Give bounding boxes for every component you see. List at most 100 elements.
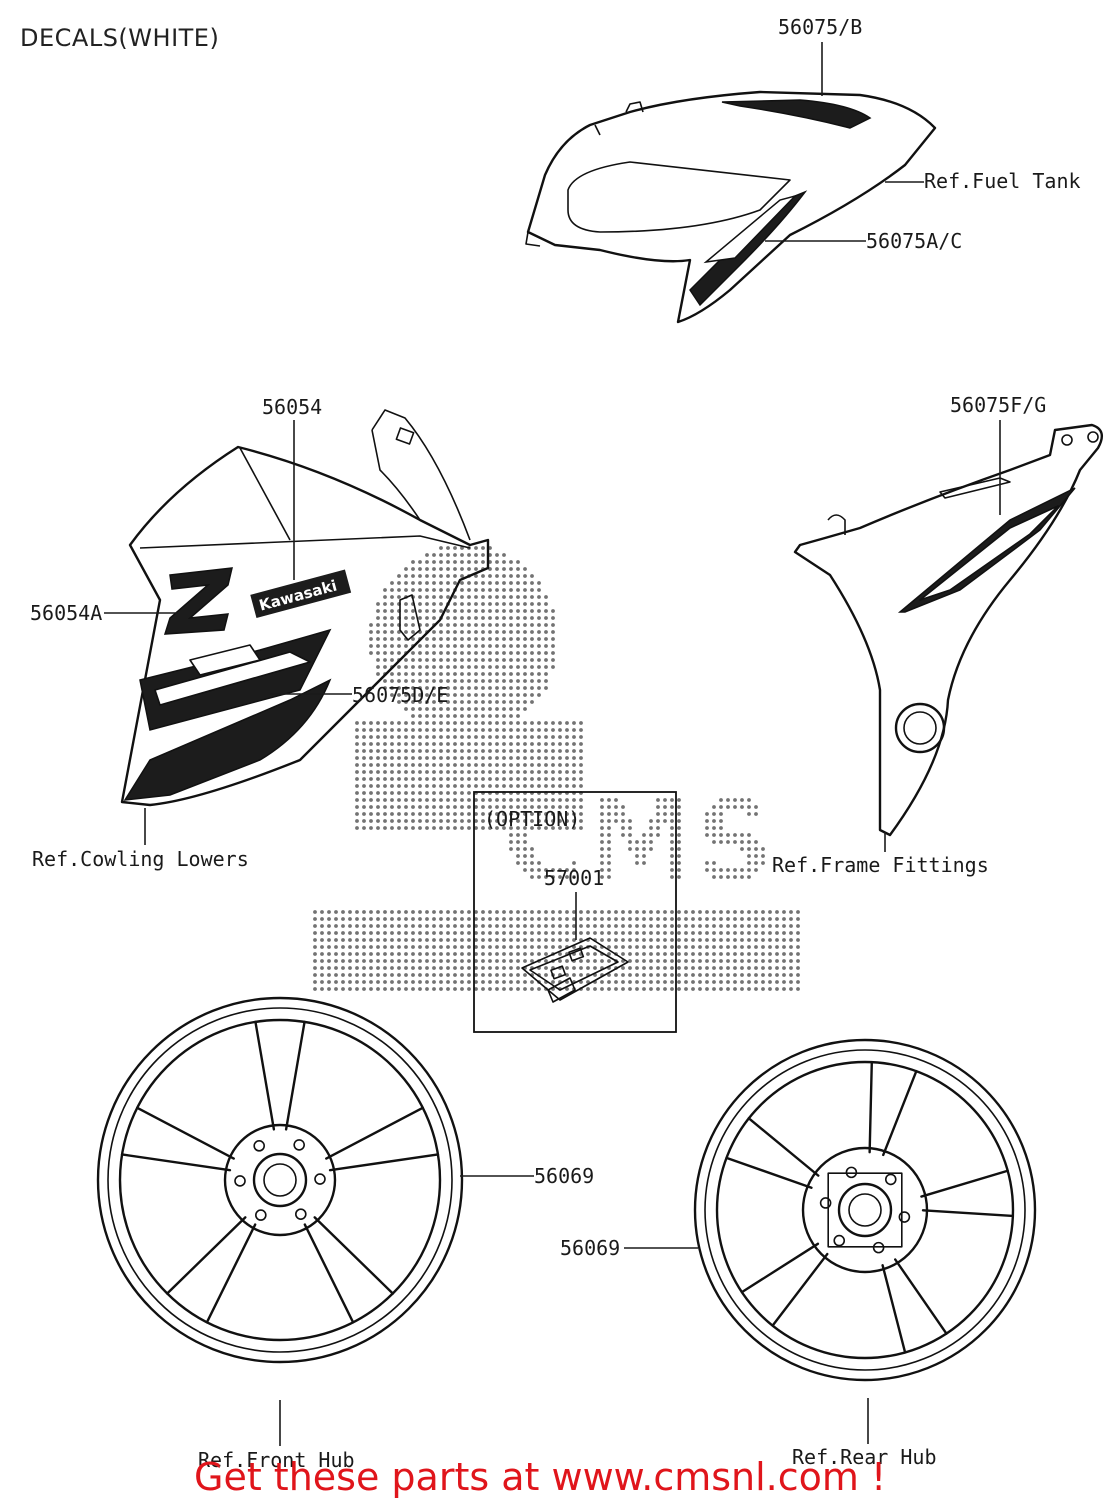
watermark-dot — [313, 910, 317, 914]
watermark-dot — [663, 798, 667, 802]
watermark-dot — [327, 966, 331, 970]
watermark-dot — [474, 616, 478, 620]
watermark-dot — [523, 826, 527, 830]
watermark-dot — [453, 917, 457, 921]
watermark-dot — [796, 924, 800, 928]
watermark-dot — [355, 721, 359, 725]
watermark-dot — [775, 959, 779, 963]
watermark-dot — [579, 966, 583, 970]
watermark-dot — [579, 742, 583, 746]
watermark-dot — [628, 959, 632, 963]
watermark-dot — [537, 770, 541, 774]
watermark-dot — [425, 665, 429, 669]
watermark-dot — [712, 966, 716, 970]
watermark-dot — [530, 742, 534, 746]
watermark-dot — [509, 728, 513, 732]
watermark-dot — [425, 742, 429, 746]
watermark-dot — [411, 798, 415, 802]
watermark-dot — [446, 672, 450, 676]
watermark-dot — [782, 945, 786, 949]
watermark-dot — [467, 812, 471, 816]
watermark-dot — [523, 973, 527, 977]
watermark-dot — [782, 959, 786, 963]
watermark-dot — [439, 574, 443, 578]
watermark-dot — [642, 854, 646, 858]
watermark-dot — [726, 910, 730, 914]
watermark-dot — [516, 917, 520, 921]
watermark-dot — [523, 609, 527, 613]
watermark-dot — [474, 644, 478, 648]
watermark-dot — [481, 630, 485, 634]
watermark-dot — [334, 931, 338, 935]
watermark-dot — [390, 735, 394, 739]
watermark-dot — [460, 819, 464, 823]
watermark-dot — [467, 560, 471, 564]
watermark-dot — [796, 938, 800, 942]
watermark-dot — [341, 973, 345, 977]
watermark-dot — [586, 924, 590, 928]
watermark-dot — [726, 966, 730, 970]
watermark-dot — [432, 602, 436, 606]
watermark-dot — [537, 609, 541, 613]
watermark-dot — [383, 819, 387, 823]
watermark-dot — [453, 931, 457, 935]
watermark-dot — [355, 770, 359, 774]
watermark-dot — [488, 980, 492, 984]
watermark-dot — [362, 966, 366, 970]
watermark-dot — [537, 826, 541, 830]
watermark-dot — [537, 623, 541, 627]
watermark-dot — [600, 812, 604, 816]
watermark-dot — [369, 924, 373, 928]
watermark-dot — [397, 700, 401, 704]
watermark-dot — [411, 623, 415, 627]
watermark-dot — [572, 917, 576, 921]
watermark-dot — [523, 938, 527, 942]
watermark-dot — [705, 938, 709, 942]
watermark-dot — [404, 609, 408, 613]
watermark-dot — [530, 686, 534, 690]
watermark-dot — [614, 973, 618, 977]
watermark-dot — [530, 826, 534, 830]
watermark-dot — [418, 574, 422, 578]
watermark-dot — [390, 945, 394, 949]
watermark-dot — [607, 819, 611, 823]
watermark-dot — [523, 686, 527, 690]
watermark-dot — [355, 784, 359, 788]
watermark-dot — [355, 798, 359, 802]
promo-banner[interactable]: Get these parts at www.cmsnl.com ! — [194, 1455, 886, 1499]
watermark-dot — [523, 658, 527, 662]
watermark-dot — [726, 833, 730, 837]
watermark-dot — [586, 917, 590, 921]
watermark-dot — [404, 924, 408, 928]
watermark-dot — [390, 819, 394, 823]
watermark-dot — [481, 756, 485, 760]
watermark-dot — [747, 840, 751, 844]
watermark-dot — [523, 728, 527, 732]
watermark-dot — [705, 924, 709, 928]
watermark-dot — [383, 826, 387, 830]
watermark-dot — [460, 798, 464, 802]
watermark-dot — [698, 966, 702, 970]
watermark-dot — [495, 707, 499, 711]
watermark-dot — [362, 931, 366, 935]
watermark-dot — [418, 931, 422, 935]
watermark-dot — [628, 980, 632, 984]
watermark-dot — [439, 672, 443, 676]
watermark-dot — [425, 693, 429, 697]
watermark-dot — [586, 931, 590, 935]
watermark-dot — [516, 602, 520, 606]
watermark-dot — [761, 987, 765, 991]
watermark-dot — [425, 707, 429, 711]
option-box — [473, 791, 677, 1033]
watermark-dot — [488, 595, 492, 599]
watermark-dot — [376, 651, 380, 655]
watermark-dot — [439, 959, 443, 963]
watermark-dot — [488, 686, 492, 690]
watermark-dot — [537, 861, 541, 865]
watermark-dot — [572, 798, 576, 802]
watermark-dot — [530, 595, 534, 599]
watermark-dot — [348, 980, 352, 984]
watermark-dot — [446, 700, 450, 704]
watermark-dot — [355, 945, 359, 949]
watermark-dot — [565, 973, 569, 977]
